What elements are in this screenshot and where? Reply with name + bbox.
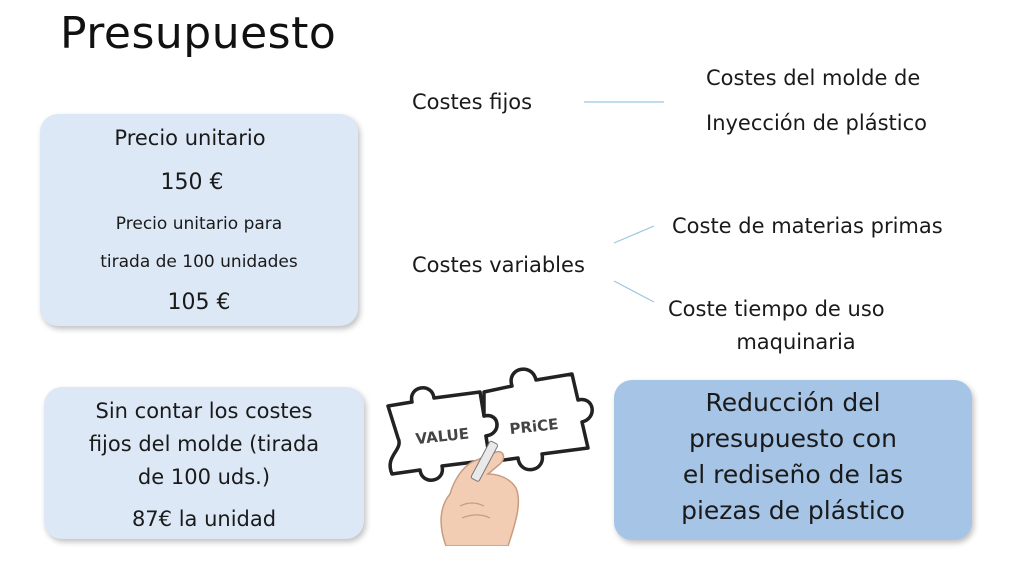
raw-materials-cost: Coste de materias primas xyxy=(672,214,943,238)
no-mold-line-2: fijos del molde (tirada xyxy=(88,432,320,456)
puzzle-price-label: PRiCE xyxy=(509,415,560,438)
reduction-line-3: el rediseño de las xyxy=(682,460,904,489)
batch-price-label-2: tirada de 100 unidades xyxy=(100,252,298,272)
machinery-cost-line-2: maquinaria xyxy=(736,330,856,354)
mold-cost-line-2: Inyección de plástico xyxy=(706,111,927,135)
no-mold-cost-box: Sin contar los costes fijos del molde (t… xyxy=(44,387,364,539)
batch-price-label-1: Precio unitario para xyxy=(115,214,283,234)
unit-price-box: Precio unitario 150 € Precio unitario pa… xyxy=(40,114,358,326)
fixed-costs-label: Costes fijos xyxy=(412,90,533,114)
unit-price-value: 150 € xyxy=(160,170,224,195)
no-mold-line-1: Sin contar los costes xyxy=(95,399,313,423)
mold-cost-line-1: Costes del molde de xyxy=(706,66,921,90)
raw-materials-connector xyxy=(613,225,655,244)
marker-pen xyxy=(470,440,499,482)
finger-lines xyxy=(459,502,491,519)
puzzle-illustration: VALUE PRiCE xyxy=(386,367,594,546)
variable-costs-label: Costes variables xyxy=(412,253,585,277)
puzzle-value-label: VALUE xyxy=(415,425,470,449)
batch-price-value: 105 € xyxy=(167,290,231,315)
no-mold-line-3: de 100 uds.) xyxy=(137,465,271,489)
slide-title: Presupuesto xyxy=(60,8,337,59)
puzzle-piece-right xyxy=(482,367,594,472)
hand-shape xyxy=(440,450,520,546)
no-mold-price: 87€ la unidad xyxy=(131,507,277,531)
machinery-connector xyxy=(613,280,655,303)
budget-reduction-box: Reducción del presupuesto con el rediseñ… xyxy=(614,380,972,540)
machinery-cost-line-1: Coste tiempo de uso xyxy=(668,297,885,321)
reduction-line-4: piezas de plástico xyxy=(681,496,905,525)
reduction-line-1: Reducción del xyxy=(705,388,881,417)
unit-price-label: Precio unitario xyxy=(114,126,266,150)
reduction-line-2: presupuesto con xyxy=(689,424,897,453)
